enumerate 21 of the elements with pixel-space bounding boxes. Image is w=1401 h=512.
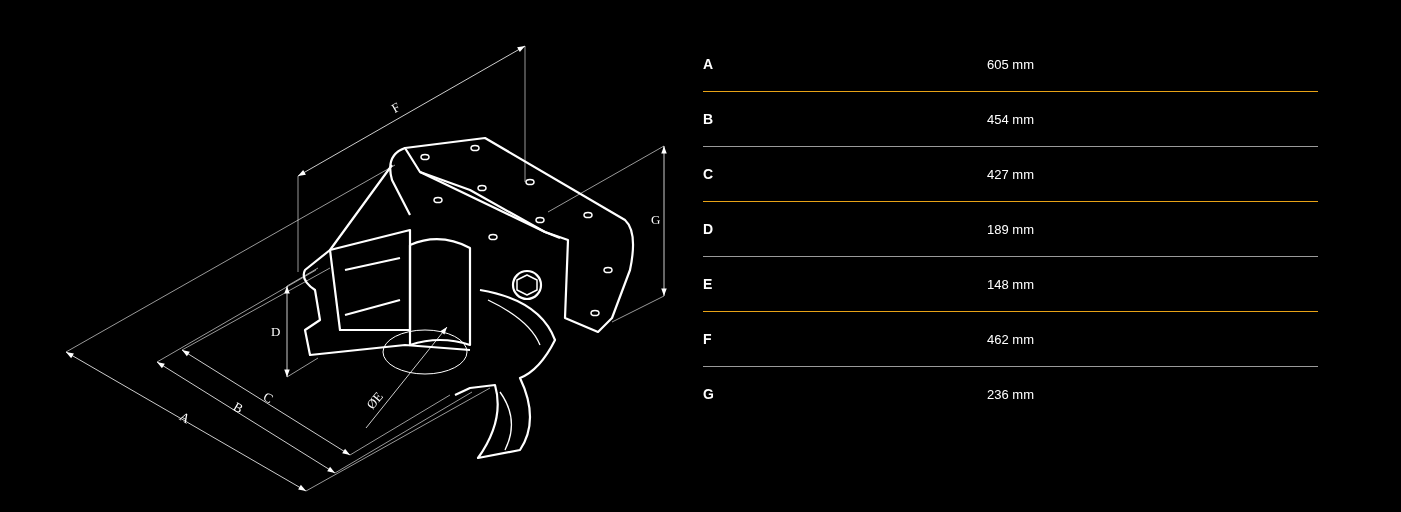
- dimension-key: G: [703, 386, 763, 402]
- dimension-label: D: [271, 325, 281, 338]
- dimension-value: 189 mm: [987, 221, 1034, 237]
- dimension-label: G: [651, 213, 661, 226]
- dimension-key: F: [703, 331, 763, 347]
- dimension-value: 605 mm: [987, 56, 1034, 72]
- dimension-value: 148 mm: [987, 276, 1034, 292]
- dimension-key: A: [703, 56, 763, 72]
- dimension-key: B: [703, 111, 763, 127]
- dimension-label: C: [261, 389, 276, 406]
- dimension-label: F: [389, 100, 402, 115]
- dimension-value: 427 mm: [987, 166, 1034, 182]
- dimension-key: D: [703, 221, 763, 237]
- dimension-value: 454 mm: [987, 111, 1034, 127]
- dimension-key: C: [703, 166, 763, 182]
- dimension-key: E: [703, 276, 763, 292]
- dimension-value: 236 mm: [987, 386, 1034, 402]
- dimension-label: B: [231, 399, 246, 416]
- dimension-label: A: [177, 409, 192, 426]
- dimension-value: 462 mm: [987, 331, 1034, 347]
- dimension-label: ØE: [364, 389, 386, 412]
